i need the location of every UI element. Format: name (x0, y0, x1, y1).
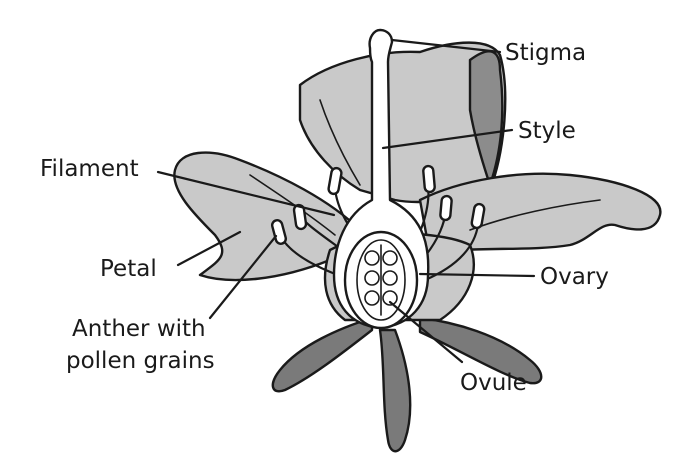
ovules (364, 244, 398, 316)
petal-leader (176, 230, 242, 267)
style-leader (381, 128, 514, 150)
ovule-leader (388, 300, 464, 364)
label-style: Style (518, 118, 576, 144)
label-ovule: Ovule (460, 370, 527, 396)
label-stigma: Stigma (505, 40, 586, 66)
label-anther-line1: Anther with (72, 316, 206, 342)
anther-leader (208, 234, 278, 320)
label-petal: Petal (100, 256, 157, 282)
leader-lines (156, 38, 536, 364)
label-ovary: Ovary (540, 264, 609, 290)
sepals (271, 316, 543, 453)
ovary-leader (418, 272, 536, 278)
stigma-leader (390, 38, 502, 54)
pistil (332, 28, 430, 330)
filament-leader (156, 170, 336, 217)
label-anther-line2: pollen grains (66, 348, 215, 374)
label-filament: Filament (40, 156, 139, 182)
